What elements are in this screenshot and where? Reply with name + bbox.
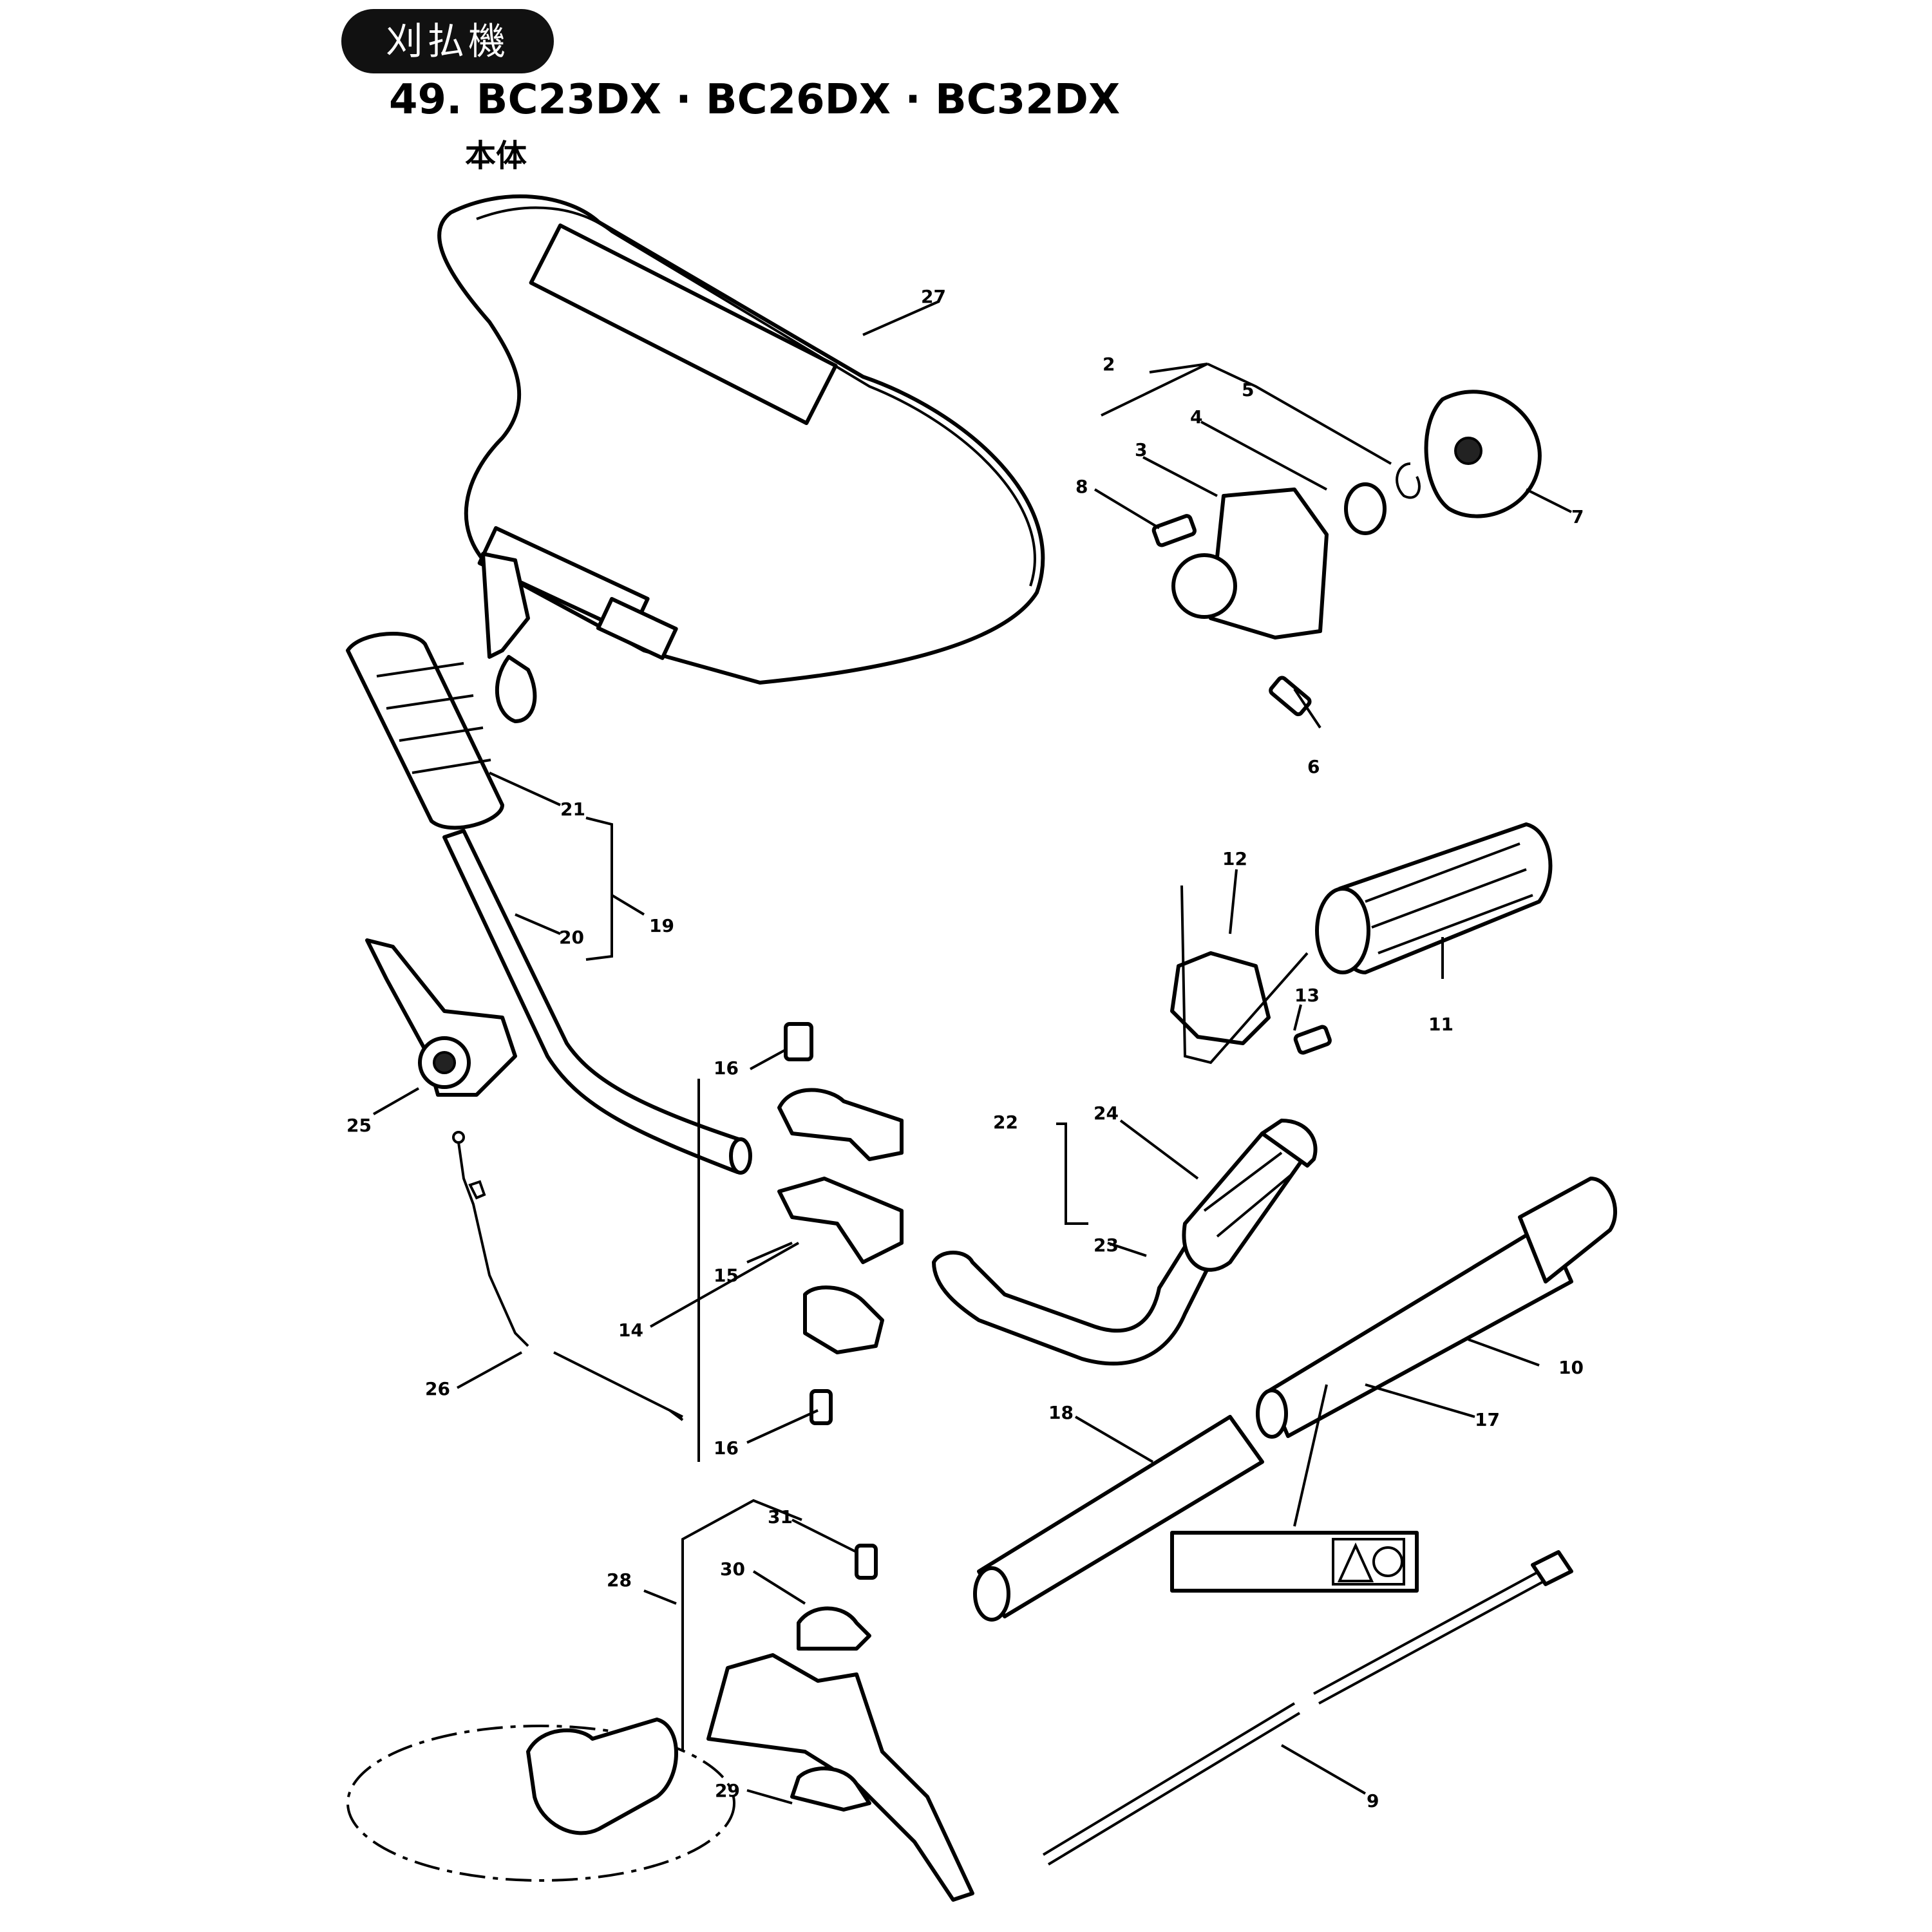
callout-16-top: 16 xyxy=(714,1057,739,1079)
callout-29: 29 xyxy=(715,1780,740,1801)
callout-25: 25 xyxy=(346,1115,372,1136)
callout-26: 26 xyxy=(425,1378,450,1399)
part-drive-shaft xyxy=(1042,1550,1573,1866)
callout-14: 14 xyxy=(618,1320,643,1341)
callout-18: 18 xyxy=(1048,1402,1074,1423)
callout-11: 11 xyxy=(1428,1014,1454,1035)
page-title: 49. BC23DX · BC26DX · BC32DX xyxy=(389,76,1121,124)
part-left-handle xyxy=(346,632,752,1175)
callout-8: 8 xyxy=(1075,476,1088,497)
callout-24: 24 xyxy=(1094,1103,1119,1124)
part-harness xyxy=(437,194,1045,723)
callout-17: 17 xyxy=(1475,1409,1500,1430)
part-right-handle xyxy=(932,1119,1318,1366)
callout-3: 3 xyxy=(1135,439,1147,460)
callout-2: 2 xyxy=(1103,354,1115,375)
callout-6: 6 xyxy=(1307,756,1320,777)
callout-22: 22 xyxy=(993,1112,1018,1133)
part-grip-assembly xyxy=(1170,822,1553,1055)
callout-9: 9 xyxy=(1367,1790,1379,1812)
part-main-shaft xyxy=(1256,1177,1618,1439)
callout-15: 15 xyxy=(714,1265,739,1286)
callout-27: 27 xyxy=(921,286,946,307)
callout-13: 13 xyxy=(1294,985,1320,1006)
callout-21: 21 xyxy=(560,799,585,820)
part-clutch-housing xyxy=(1151,390,1542,717)
callout-30: 30 xyxy=(720,1558,745,1580)
category-badge: 刈払機 xyxy=(341,9,554,73)
callout-20: 20 xyxy=(559,927,584,948)
part-clamp-assembly xyxy=(777,1022,904,1425)
callout-4: 4 xyxy=(1190,406,1202,428)
callout-16-bottom: 16 xyxy=(714,1437,739,1459)
part-throttle-cable xyxy=(452,1131,684,1421)
section-subtitle: 本体 xyxy=(465,138,527,174)
callout-19: 19 xyxy=(649,915,674,936)
callout-5: 5 xyxy=(1242,379,1254,401)
callout-28: 28 xyxy=(607,1569,632,1591)
part-throttle-lever xyxy=(365,938,517,1097)
callout-23: 23 xyxy=(1094,1235,1119,1256)
callout-31: 31 xyxy=(768,1506,793,1528)
part-warning-label xyxy=(1170,1531,1419,1593)
part-lower-shaft xyxy=(973,1415,1264,1622)
callout-7: 7 xyxy=(1571,506,1584,527)
callout-10: 10 xyxy=(1558,1357,1584,1378)
callout-12: 12 xyxy=(1222,848,1247,869)
part-guard-assembly xyxy=(346,1544,974,1902)
